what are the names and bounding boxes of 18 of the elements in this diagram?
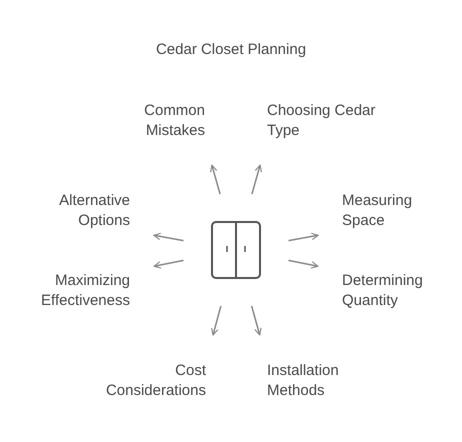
diagram-title: Cedar Closet Planning	[154, 40, 308, 60]
topic-label: Choosing Cedar Type	[267, 101, 387, 141]
arrow	[153, 232, 184, 242]
arrow	[288, 232, 319, 242]
arrow	[211, 306, 222, 336]
topic-label: Common Mistakes	[115, 101, 205, 141]
topic-label: Measuring Space	[342, 191, 452, 231]
topic-label: Alternative Options	[30, 191, 130, 231]
arrow	[250, 306, 262, 336]
topic-label: Determining Quantity	[342, 271, 452, 311]
arrow	[288, 260, 318, 269]
arrow	[210, 164, 221, 194]
arrow	[251, 164, 262, 194]
topic-label: Maximizing Effectiveness	[10, 271, 130, 311]
topic-label: Cost Considerations	[76, 361, 206, 401]
topic-label: Installation Methods	[267, 361, 377, 401]
arrow	[154, 260, 184, 269]
closet-icon	[211, 221, 261, 279]
